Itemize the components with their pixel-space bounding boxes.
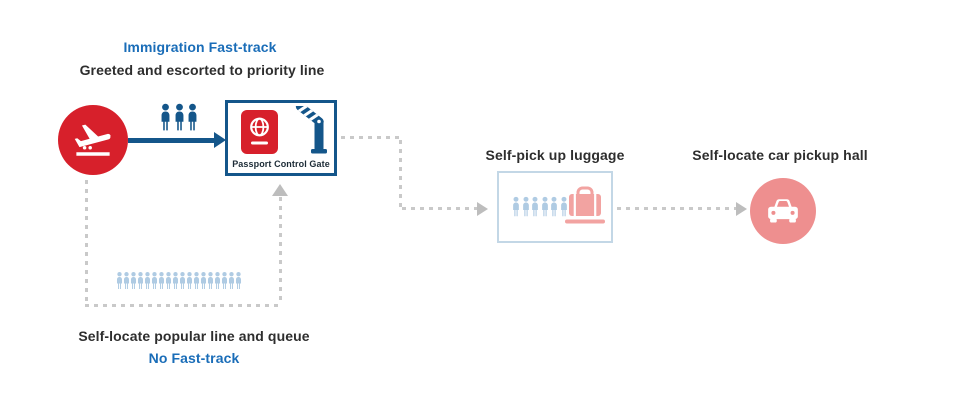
arrival-circle	[58, 105, 128, 175]
fast-track-title: Immigration Fast-track	[123, 39, 277, 55]
person-icon	[214, 272, 221, 290]
passport-control-gate-box: Passport Control Gate	[225, 100, 337, 176]
luggage-queue-people-icon	[512, 195, 568, 218]
car-pickup-label: Self-locate car pickup hall	[692, 147, 868, 163]
fast-track-subtitle: Greeted and escorted to priority line	[79, 62, 325, 78]
person-icon	[151, 272, 158, 290]
person-icon	[560, 196, 567, 217]
passport-icon	[241, 110, 278, 154]
no-fast-track-subtitle: Self-locate popular line and queue	[78, 328, 310, 344]
person-icon	[551, 196, 557, 217]
dashed-connector	[341, 136, 403, 139]
person-icon	[221, 272, 228, 290]
no-fast-track-title: No Fast-track	[148, 350, 240, 366]
person-icon	[186, 272, 193, 290]
plane-landing-icon	[74, 124, 111, 156]
person-icon	[130, 272, 137, 290]
person-icon	[175, 103, 183, 131]
popular-line-queue-icon	[116, 268, 242, 293]
dashed-arrowhead	[477, 202, 488, 216]
dashed-connector	[399, 140, 402, 209]
person-icon	[116, 272, 123, 290]
person-icon	[161, 103, 170, 131]
person-icon	[513, 196, 519, 217]
dashed-arrowhead	[736, 202, 747, 216]
car-icon	[768, 199, 798, 223]
gate-label: Passport Control Gate	[232, 159, 330, 169]
person-icon	[207, 272, 214, 290]
person-icon	[144, 272, 151, 290]
dashed-arrowhead-up	[272, 184, 288, 196]
dashed-connector	[85, 180, 88, 307]
person-icon	[235, 272, 242, 290]
suitcase-icon	[565, 186, 605, 224]
person-icon	[172, 272, 179, 290]
person-icon	[158, 272, 165, 290]
person-icon	[522, 196, 529, 217]
person-icon	[179, 272, 186, 290]
person-icon	[532, 196, 538, 217]
person-icon	[123, 272, 130, 290]
boom-barrier-icon	[295, 106, 327, 154]
fast-track-arrow-line	[128, 138, 218, 143]
luggage-label: Self-pick up luggage	[485, 147, 625, 163]
person-icon	[541, 196, 548, 217]
dashed-connector	[617, 207, 736, 210]
fast-track-arrowhead	[214, 132, 226, 148]
car-pickup-circle	[750, 178, 816, 244]
person-icon	[200, 272, 207, 290]
person-icon	[188, 103, 197, 131]
dashed-connector	[402, 207, 477, 210]
person-icon	[193, 272, 200, 290]
passport-globe-icon	[250, 117, 269, 145]
person-icon	[228, 272, 235, 290]
dashed-connector	[85, 304, 283, 307]
person-icon	[165, 272, 172, 290]
dashed-connector	[279, 197, 282, 305]
fast-track-people-group-icon	[160, 101, 198, 133]
person-icon	[137, 272, 144, 290]
luggage-box	[497, 171, 613, 243]
